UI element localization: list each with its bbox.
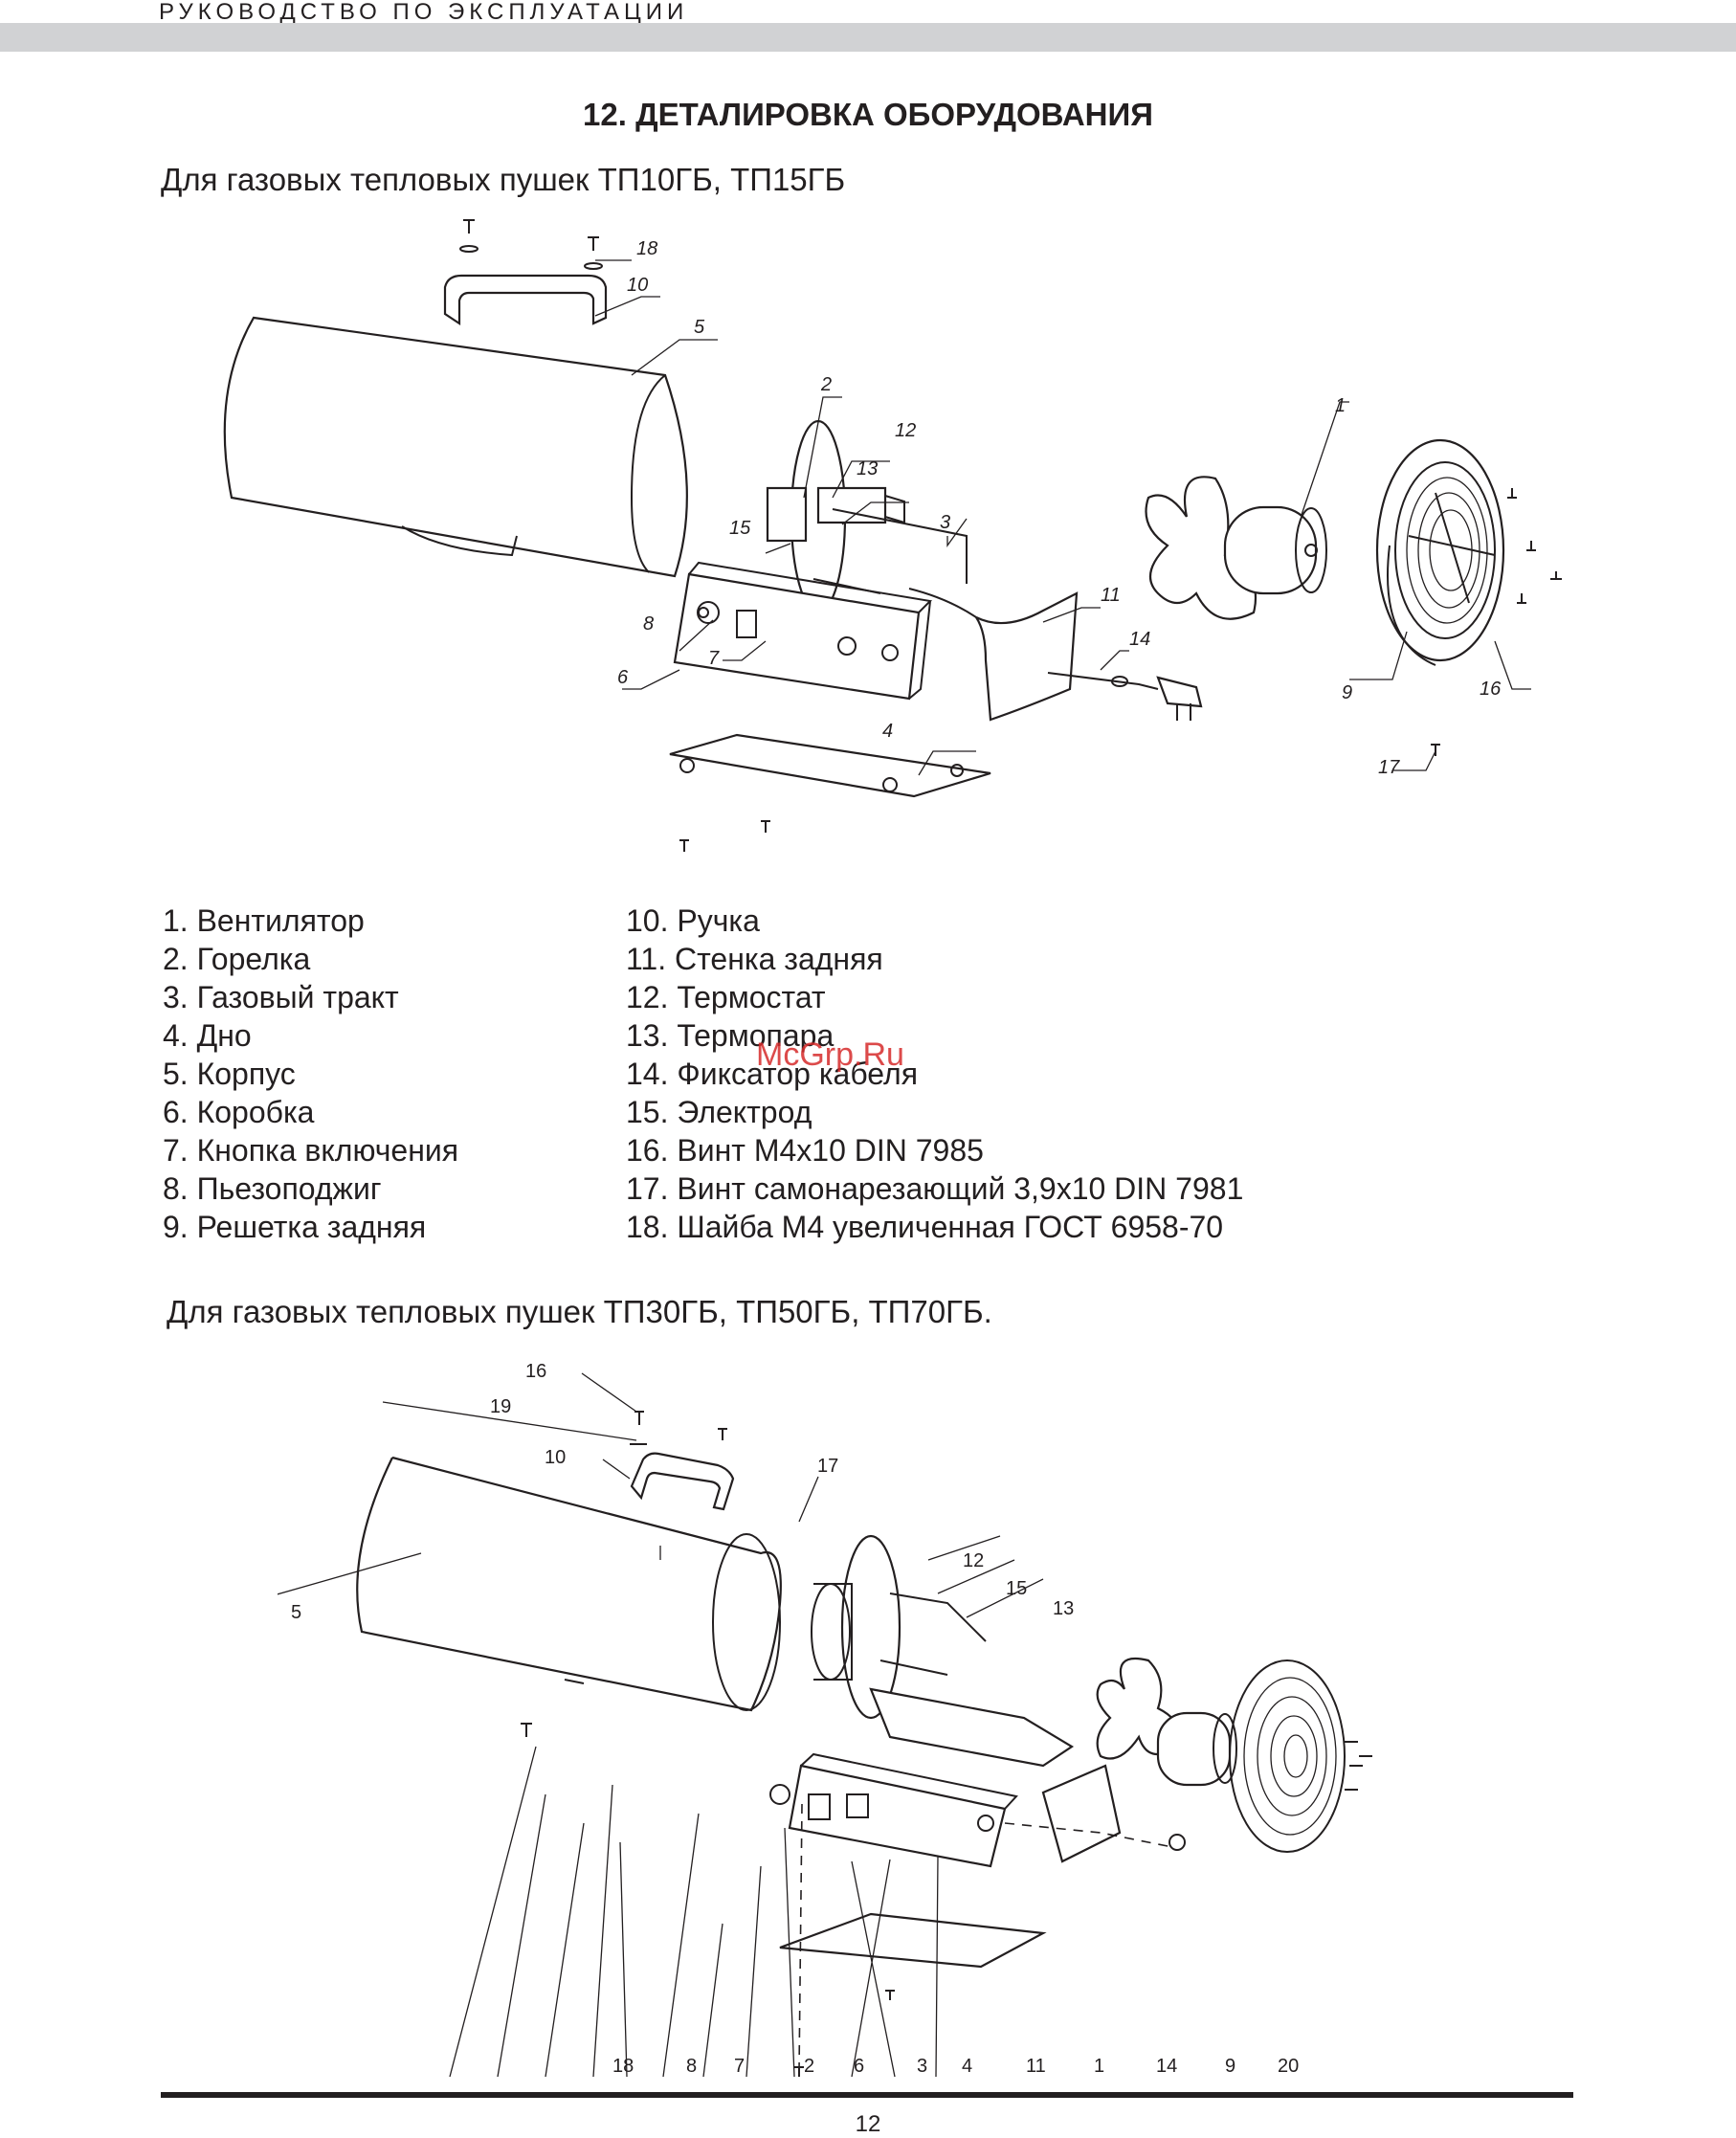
svg-text:11: 11 [1026, 2056, 1046, 2077]
page-number: 12 [855, 2111, 881, 2137]
list-item: 2. Горелка [163, 942, 311, 976]
parts-list-left: 1. Вентилятор 2. Горелка 3. Газовый трак… [163, 902, 458, 1246]
svg-text:16: 16 [525, 1361, 546, 1382]
fan-motor [1223, 505, 1318, 595]
svg-text:6: 6 [854, 2056, 864, 2077]
list-item: 16. Винт М4х10 DIN 7985 [626, 1133, 984, 1168]
svg-text:4: 4 [882, 721, 893, 742]
svg-text:12: 12 [963, 1550, 984, 1571]
svg-text:17: 17 [817, 1456, 838, 1477]
svg-text:15: 15 [729, 518, 751, 539]
list-item: 9. Решетка задняя [163, 1210, 427, 1244]
svg-text:16: 16 [1480, 679, 1502, 700]
svg-text:14: 14 [1156, 2056, 1177, 2077]
exploded-diagram-small: 18 10 5 2 12 13 15 3 1 11 8 7 6 14 9 16 … [223, 219, 1562, 852]
screw-icon [459, 219, 603, 270]
body-shell [356, 1456, 782, 1712]
svg-text:19: 19 [490, 1396, 511, 1417]
svg-text:8: 8 [686, 2056, 697, 2077]
svg-text:7: 7 [708, 648, 720, 669]
svg-text:2: 2 [820, 374, 832, 395]
bottom-plate [669, 733, 991, 798]
footer-rule [161, 2092, 1573, 2098]
svg-text:10: 10 [545, 1447, 566, 1468]
svg-text:5: 5 [291, 1602, 301, 1623]
svg-text:3: 3 [917, 2056, 927, 2077]
list-item: 11. Стенка задняя [626, 942, 883, 976]
list-item: 4. Дно [163, 1018, 252, 1053]
svg-text:9: 9 [1225, 2056, 1235, 2077]
section-title: 12. ДЕТАЛИРОВКА ОБОРУДОВАНИЯ [583, 97, 1153, 132]
rear-grille [1375, 438, 1505, 662]
svg-text:11: 11 [1101, 585, 1121, 606]
svg-text:18: 18 [612, 2056, 634, 2077]
control-box [788, 1764, 1007, 1868]
svg-text:20: 20 [1278, 2056, 1299, 2077]
rear-wall [975, 591, 1079, 722]
rear-grille [1229, 1659, 1346, 1853]
parts-list-right: 10. Ручка 11. Стенка задняя 12. Термоста… [626, 902, 1243, 1246]
subtitle-small-models: Для газовых тепловых пушек ТП10ГБ, ТП15Г… [161, 162, 846, 197]
svg-text:3: 3 [940, 512, 950, 533]
svg-text:18: 18 [636, 238, 657, 259]
svg-text:9: 9 [1342, 682, 1352, 703]
list-item: 12. Термостат [626, 980, 826, 1014]
exploded-diagram-large: 16 19 10 17 12 15 13 5 18 8 7 2 6 3 4 11… [278, 1361, 1372, 2078]
svg-text:14: 14 [1129, 629, 1150, 650]
subtitle-large-models: Для газовых тепловых пушек ТП30ГБ, ТП50Г… [167, 1294, 992, 1329]
leader-lines [594, 259, 1531, 776]
part-labels-bottom: 18 8 7 2 6 3 4 11 1 14 9 20 [612, 2056, 1299, 2077]
rear-wall [1041, 1764, 1122, 1863]
fan-blade [1145, 476, 1257, 620]
burner-disc [840, 1534, 901, 1720]
svg-text:13: 13 [857, 458, 878, 479]
watermark: McGrp.Ru [756, 1036, 904, 1073]
svg-text:6: 6 [617, 667, 629, 688]
body-shell [223, 316, 688, 578]
svg-text:2: 2 [804, 2056, 814, 2077]
bottom-plate [779, 1912, 1047, 1969]
handle [630, 1452, 735, 1511]
header-title: РУКОВОДСТВО ПО ЭКСПЛУАТАЦИИ [159, 0, 689, 25]
svg-text:12: 12 [895, 420, 916, 441]
list-item: 10. Ручка [626, 903, 760, 938]
list-item: 13. Термопара [626, 1018, 835, 1053]
fan-motor [1156, 1711, 1232, 1787]
handle [443, 274, 608, 326]
part-labels-top: 16 19 10 17 12 15 13 5 [291, 1361, 1074, 1623]
list-item: 14. Фиксатор кабеля [626, 1057, 919, 1091]
svg-text:15: 15 [1006, 1578, 1027, 1599]
svg-text:7: 7 [734, 2056, 745, 2077]
part-labels: 18 10 5 2 12 13 15 3 1 11 8 7 6 14 9 16 … [617, 238, 1502, 778]
list-item: 15. Электрод [626, 1095, 812, 1129]
svg-text:10: 10 [627, 275, 648, 296]
list-item: 1. Вентилятор [163, 903, 365, 938]
svg-text:4: 4 [962, 2056, 972, 2077]
svg-text:1: 1 [1094, 2056, 1104, 2077]
svg-text:13: 13 [1053, 1598, 1074, 1619]
svg-text:8: 8 [643, 613, 654, 635]
svg-text:5: 5 [694, 317, 705, 338]
list-item: 5. Корпус [163, 1057, 296, 1091]
header-bar [0, 23, 1736, 52]
svg-text:17: 17 [1378, 757, 1400, 778]
list-item: 18. Шайба М4 увеличенная ГОСТ 6958-70 [626, 1210, 1224, 1244]
list-item: 7. Кнопка включения [163, 1133, 459, 1168]
leader-lines [278, 1372, 1044, 2078]
svg-text:1: 1 [1335, 395, 1346, 416]
list-item: 3. Газовый тракт [163, 980, 399, 1014]
list-item: 6. Коробка [163, 1095, 315, 1129]
list-item: 8. Пьезоподжиг [163, 1171, 382, 1206]
list-item: 17. Винт самонарезающий 3,9х10 DIN 7981 [626, 1171, 1244, 1206]
